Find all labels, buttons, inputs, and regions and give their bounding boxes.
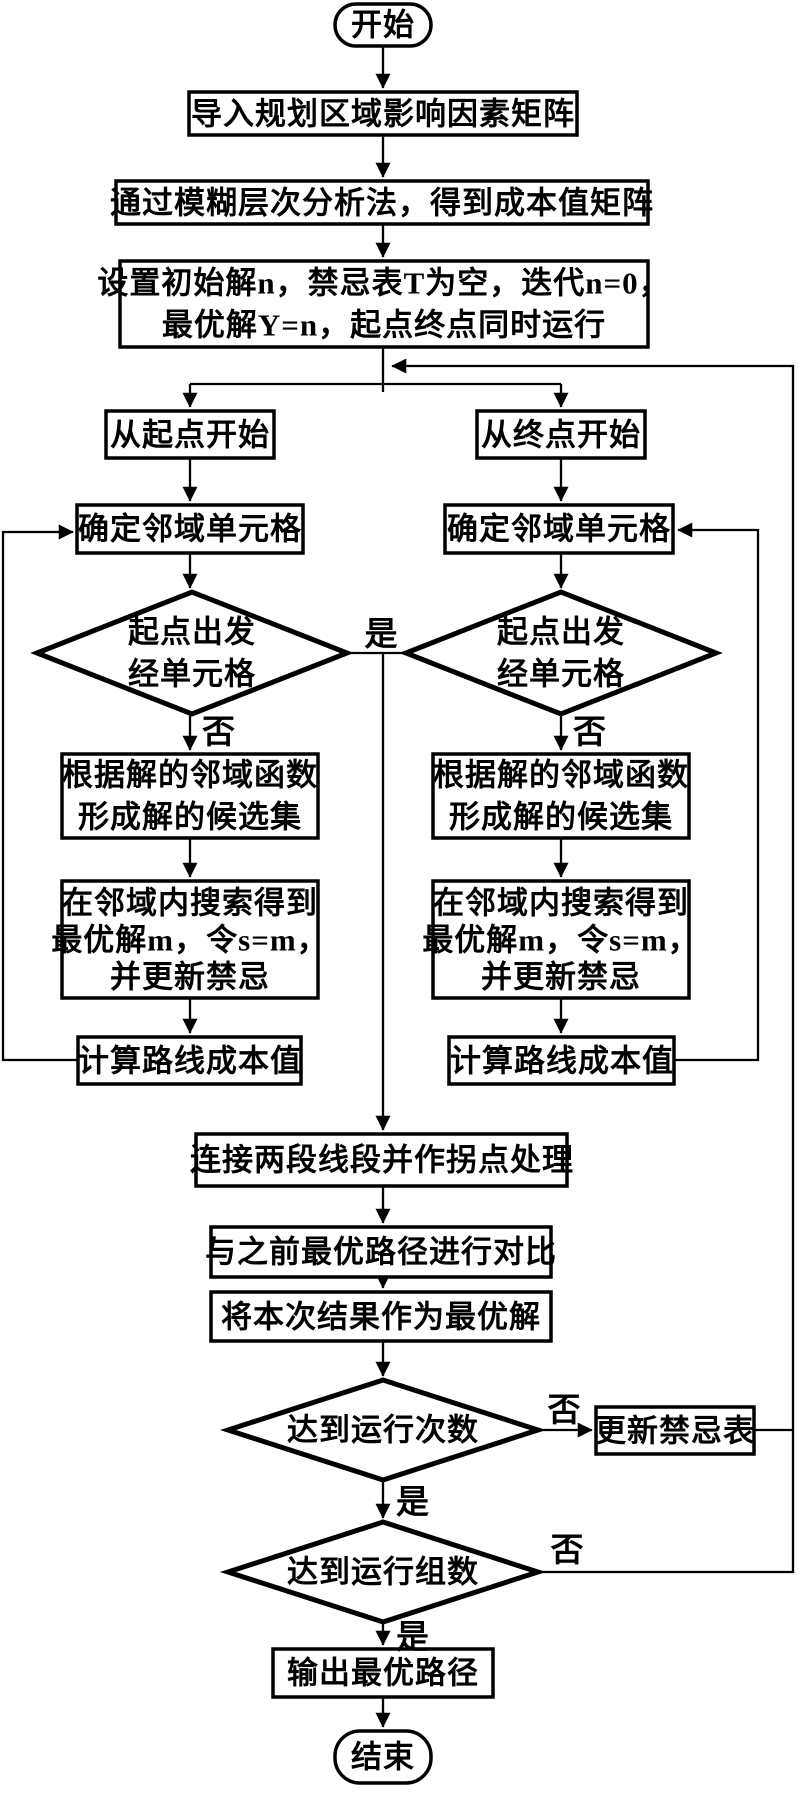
fuzzy-ahp-label: 通过模糊层次分析法，得到成本值矩阵 <box>110 186 654 221</box>
compare-previous-shape <box>209 1225 553 1279</box>
node-neighbor-cells-right: 确定邻域单元格 <box>443 503 675 555</box>
node-visited-decision-right: 起点出发 经单元格 <box>399 589 723 717</box>
edge-costL-neighborL-loop <box>1 524 78 1062</box>
visited-decision-left-line2: 经单元格 <box>128 657 256 692</box>
node-from-start: 从起点开始 <box>104 409 276 460</box>
from-end-label: 从终点开始 <box>481 418 641 453</box>
reach-groups-label: 达到运行组数 <box>287 1555 479 1590</box>
label-yes-groups: 是 <box>396 1620 429 1656</box>
visited-decision-left-line1: 起点出发 <box>128 615 256 650</box>
search-left-line3: 并更新禁忌 <box>110 960 270 995</box>
visited-decision-right-shape <box>399 589 723 717</box>
route-cost-left-label: 计算路线成本值 <box>78 1044 302 1079</box>
update-tabu-shape <box>594 1405 756 1456</box>
route-cost-left-shape <box>76 1035 303 1086</box>
node-search-left: 在邻域内搜索得到 最优解m，令s=m， 并更新禁忌 <box>51 879 328 1000</box>
start-terminal-label: 开始 <box>351 8 415 43</box>
reach-runs-label: 达到运行次数 <box>287 1413 479 1448</box>
node-from-end: 从终点开始 <box>475 409 647 460</box>
node-start-terminal: 开始 <box>333 2 433 48</box>
search-right-line2: 最优解m，令s=m， <box>422 923 699 958</box>
label-no-right: 否 <box>573 715 606 751</box>
candidate-left-line1: 根据解的邻域函数 <box>62 758 318 793</box>
edges <box>1 46 795 1728</box>
candidate-right-shape <box>431 752 691 840</box>
update-tabu-label: 更新禁忌表 <box>595 1414 755 1449</box>
end-terminal-shape <box>333 1729 433 1785</box>
reach-runs-shape <box>219 1377 547 1483</box>
edge-labels: 是 否 否 否 是 否 是 <box>202 617 606 1656</box>
neighbor-cells-left-shape <box>75 503 305 555</box>
node-update-tabu: 更新禁忌表 <box>594 1405 756 1456</box>
candidate-left-line2: 形成解的候选集 <box>78 800 302 835</box>
search-right-line1: 在邻域内搜索得到 <box>433 886 689 921</box>
connect-segments-label: 连接两段线段并作拐点处理 <box>190 1143 574 1178</box>
node-neighbor-cells-left: 确定邻域单元格 <box>75 503 305 555</box>
neighbor-cells-right-shape <box>443 503 675 555</box>
search-right-line3: 并更新禁忌 <box>481 960 641 995</box>
from-start-label: 从起点开始 <box>110 418 270 453</box>
set-best-shape <box>209 1290 553 1343</box>
candidate-right-line2: 形成解的候选集 <box>449 800 673 835</box>
neighbor-cells-left-label: 确定邻域单元格 <box>78 512 302 547</box>
node-route-cost-left: 计算路线成本值 <box>76 1035 303 1086</box>
node-fuzzy-ahp: 通过模糊层次分析法，得到成本值矩阵 <box>110 179 654 226</box>
connect-segments-shape <box>194 1132 569 1188</box>
from-end-shape <box>475 409 647 460</box>
candidate-right-line1: 根据解的邻域函数 <box>433 758 689 793</box>
search-left-line1: 在邻域内搜索得到 <box>62 886 318 921</box>
init-solution-line1: 设置初始解n，禁忌表T为空，迭代n=0， <box>97 266 670 301</box>
init-solution-shape <box>118 259 650 349</box>
node-init-solution: 设置初始解n，禁忌表T为空，迭代n=0， 最优解Y=n，起点终点同时运行 <box>97 259 670 349</box>
label-yes-junction: 是 <box>365 617 398 653</box>
node-candidate-right: 根据解的邻域函数 形成解的候选集 <box>431 752 691 840</box>
node-visited-decision-left: 起点出发 经单元格 <box>30 589 354 717</box>
node-set-best: 将本次结果作为最优解 <box>209 1290 553 1343</box>
node-reach-groups-decision: 达到运行组数 <box>219 1519 547 1625</box>
start-terminal-shape <box>333 2 433 48</box>
label-no-left: 否 <box>202 715 235 751</box>
label-no-groups: 否 <box>551 1533 584 1569</box>
node-output-path: 输出最优路径 <box>271 1647 495 1699</box>
node-connect-segments: 连接两段线段并作拐点处理 <box>190 1132 574 1188</box>
import-matrix-label: 导入规划区域影响因素矩阵 <box>191 97 575 132</box>
edge-groups-no-return-loop <box>391 358 795 1574</box>
import-matrix-shape <box>187 90 579 137</box>
search-left-line2: 最优解m，令s=m， <box>51 923 328 958</box>
label-yes-runs: 是 <box>396 1485 429 1521</box>
node-reach-runs-decision: 达到运行次数 <box>219 1377 547 1483</box>
node-end-terminal: 结束 <box>333 1729 433 1785</box>
route-cost-right-shape <box>447 1035 676 1086</box>
visited-decision-left-shape <box>30 589 354 717</box>
node-search-right: 在邻域内搜索得到 最优解m，令s=m， 并更新禁忌 <box>422 879 699 1000</box>
edge-costR-neighborR-loop <box>674 522 760 1062</box>
node-route-cost-right: 计算路线成本值 <box>447 1035 676 1086</box>
search-right-shape <box>431 879 691 1000</box>
output-path-shape <box>271 1647 495 1699</box>
end-terminal-label: 结束 <box>351 1740 415 1775</box>
neighbor-cells-right-label: 确定邻域单元格 <box>447 512 671 547</box>
route-cost-right-label: 计算路线成本值 <box>450 1044 674 1079</box>
visited-decision-right-line1: 起点出发 <box>497 615 625 650</box>
fuzzy-ahp-shape <box>114 179 650 226</box>
candidate-left-shape <box>60 752 320 840</box>
node-compare-previous: 与之前最优路径进行对比 <box>205 1225 557 1279</box>
search-left-shape <box>60 879 320 1000</box>
output-path-label: 输出最优路径 <box>287 1656 479 1691</box>
reach-groups-shape <box>219 1519 547 1625</box>
init-solution-line2: 最优解Y=n，起点终点同时运行 <box>162 308 606 343</box>
compare-previous-label: 与之前最优路径进行对比 <box>205 1235 557 1270</box>
from-start-shape <box>104 409 276 460</box>
label-no-runs: 否 <box>548 1393 581 1429</box>
visited-decision-right-line2: 经单元格 <box>497 657 625 692</box>
node-candidate-left: 根据解的邻域函数 形成解的候选集 <box>60 752 320 840</box>
set-best-label: 将本次结果作为最优解 <box>221 1300 541 1335</box>
node-import-matrix: 导入规划区域影响因素矩阵 <box>187 90 579 137</box>
